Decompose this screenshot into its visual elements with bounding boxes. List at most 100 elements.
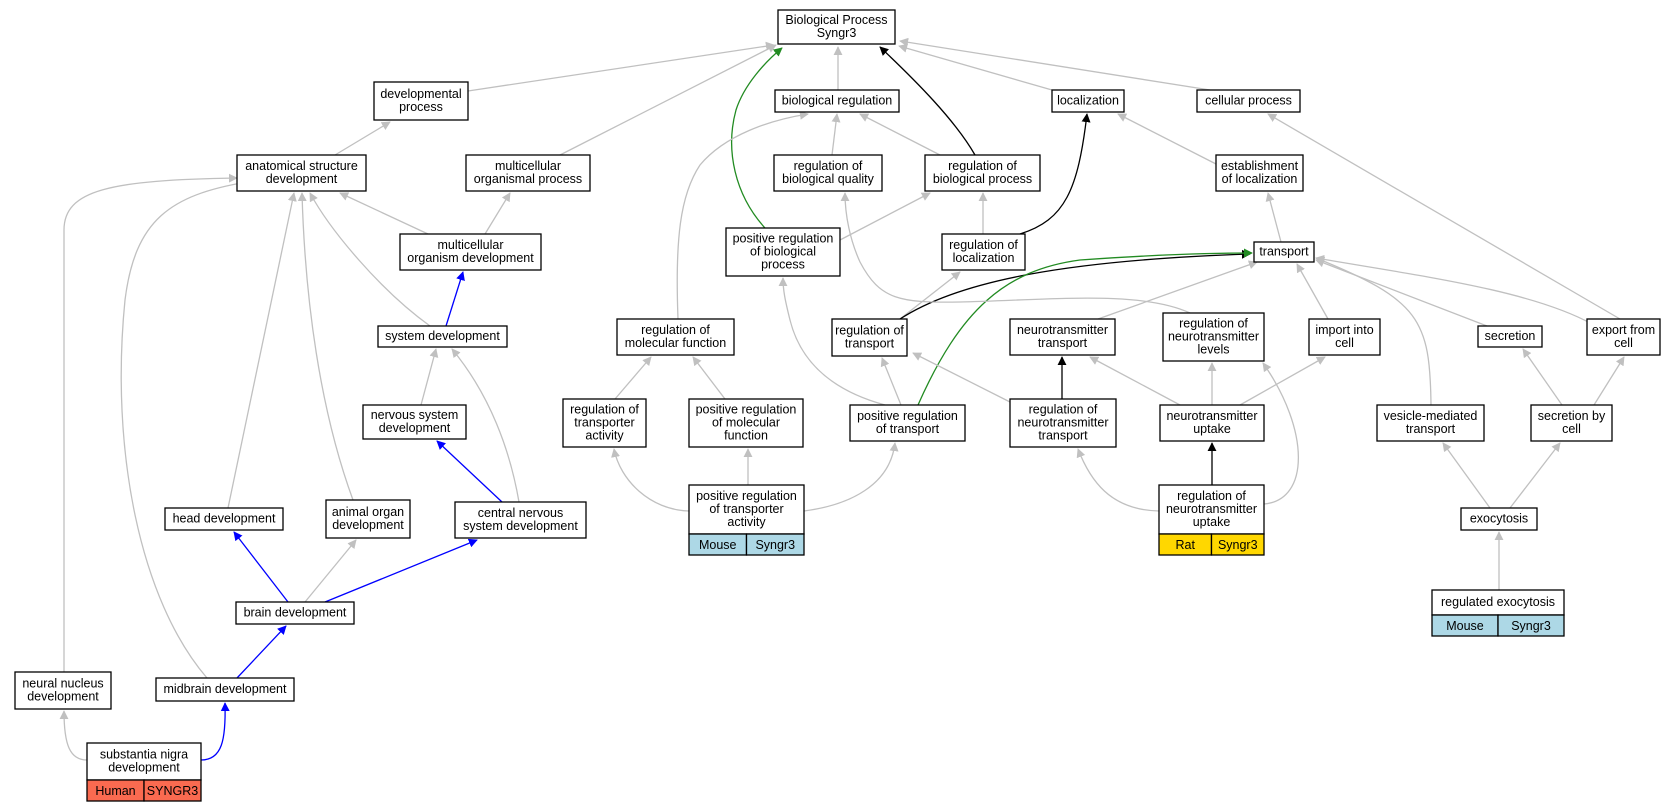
node-transport[interactable]: transport [1253, 241, 1315, 263]
node-secretion[interactable]: secretion [1477, 325, 1543, 348]
node-box [373, 81, 469, 121]
node-label-line: transport [1406, 422, 1456, 436]
node-box [377, 325, 508, 348]
edge-posregtransact-posregtransport [803, 442, 899, 512]
node-midbrain[interactable]: midbrain development [155, 677, 295, 702]
edge-posregtransport-regtransport [880, 357, 902, 406]
node-label-line: localization [1057, 94, 1119, 108]
edge-importcell-transport [1296, 263, 1329, 320]
node-label-line: cell [1614, 336, 1633, 350]
edge-posregtransport-transport [917, 248, 1253, 406]
edge-posregbioproc-bp [731, 47, 783, 229]
node-label-line: regulation of [641, 323, 710, 337]
node-cellproc[interactable]: cellular process [1196, 89, 1301, 113]
node-exocytosis[interactable]: exocytosis [1460, 507, 1538, 531]
node-label-line: exocytosis [1470, 512, 1528, 526]
edge-regloc-localization [1019, 113, 1091, 235]
node-headdev[interactable]: head development [164, 507, 284, 531]
node-label-line: development [332, 518, 404, 532]
node-label-line: cell [1335, 336, 1354, 350]
edge-exocytosis-secbycell [1509, 442, 1561, 509]
node-label-line: function [724, 429, 768, 443]
edge-exocytosis-vesicle [1442, 442, 1491, 509]
gene-label: Syngr3 [1218, 538, 1258, 552]
node-label-line: Syngr3 [817, 26, 857, 40]
node-box [325, 499, 411, 539]
node-label-line: regulation of [1177, 489, 1246, 503]
node-label-line: neurotransmitter [1017, 416, 1108, 430]
node-label-line: uptake [1193, 422, 1231, 436]
node-braindev[interactable]: brain development [235, 601, 355, 625]
node-label-line: of localization [1222, 172, 1298, 186]
node-box [773, 154, 883, 192]
edge-regntuptake-regntlevels [1262, 362, 1299, 505]
node-box [1159, 404, 1265, 442]
edge-cnsdev-nsdev [436, 440, 503, 503]
node-box [1196, 89, 1301, 113]
node-label-line: brain development [244, 606, 347, 620]
edge-regtransport-regloc [899, 271, 961, 320]
node-label-line: head development [173, 512, 276, 526]
node-box [849, 404, 966, 442]
node-box [688, 484, 805, 535]
node-sysdev[interactable]: system development [377, 325, 508, 348]
edge-posregbioproc-regbioproc [839, 192, 931, 241]
edge-sysdev-multiorgdev [445, 271, 465, 327]
node-box [831, 318, 908, 357]
node-label-line: regulation of [835, 324, 904, 338]
gene-label: Syngr3 [755, 538, 795, 552]
edge-regtransport-transport [899, 249, 1251, 320]
node-label-line: anatomical structure [245, 159, 358, 173]
node-label-line: regulated exocytosis [1441, 595, 1555, 609]
node-label-line: of transporter [709, 502, 783, 516]
node-bioreg[interactable]: biological regulation [774, 89, 900, 113]
node-label-line: regulation of [1029, 403, 1098, 417]
node-label-line: system development [463, 519, 578, 533]
edge-multiorgdev-anatdev [339, 192, 429, 235]
edge-midbrain-braindev [236, 625, 287, 679]
node-label-line: biological quality [782, 172, 874, 186]
edge-vesicle-transport [1315, 256, 1432, 406]
node-label-line: neurotransmitter [1017, 323, 1108, 337]
edge-regnttransport-regtransport [912, 352, 1011, 403]
edge-secretion-transport [1315, 258, 1488, 327]
node-label-line: process [399, 100, 443, 114]
edge-braindev-animalorgan [304, 539, 357, 603]
node-box [777, 9, 896, 45]
node-label-line: positive regulation [857, 409, 958, 423]
node-localization[interactable]: localization [1051, 89, 1125, 113]
node-box [1009, 398, 1117, 448]
